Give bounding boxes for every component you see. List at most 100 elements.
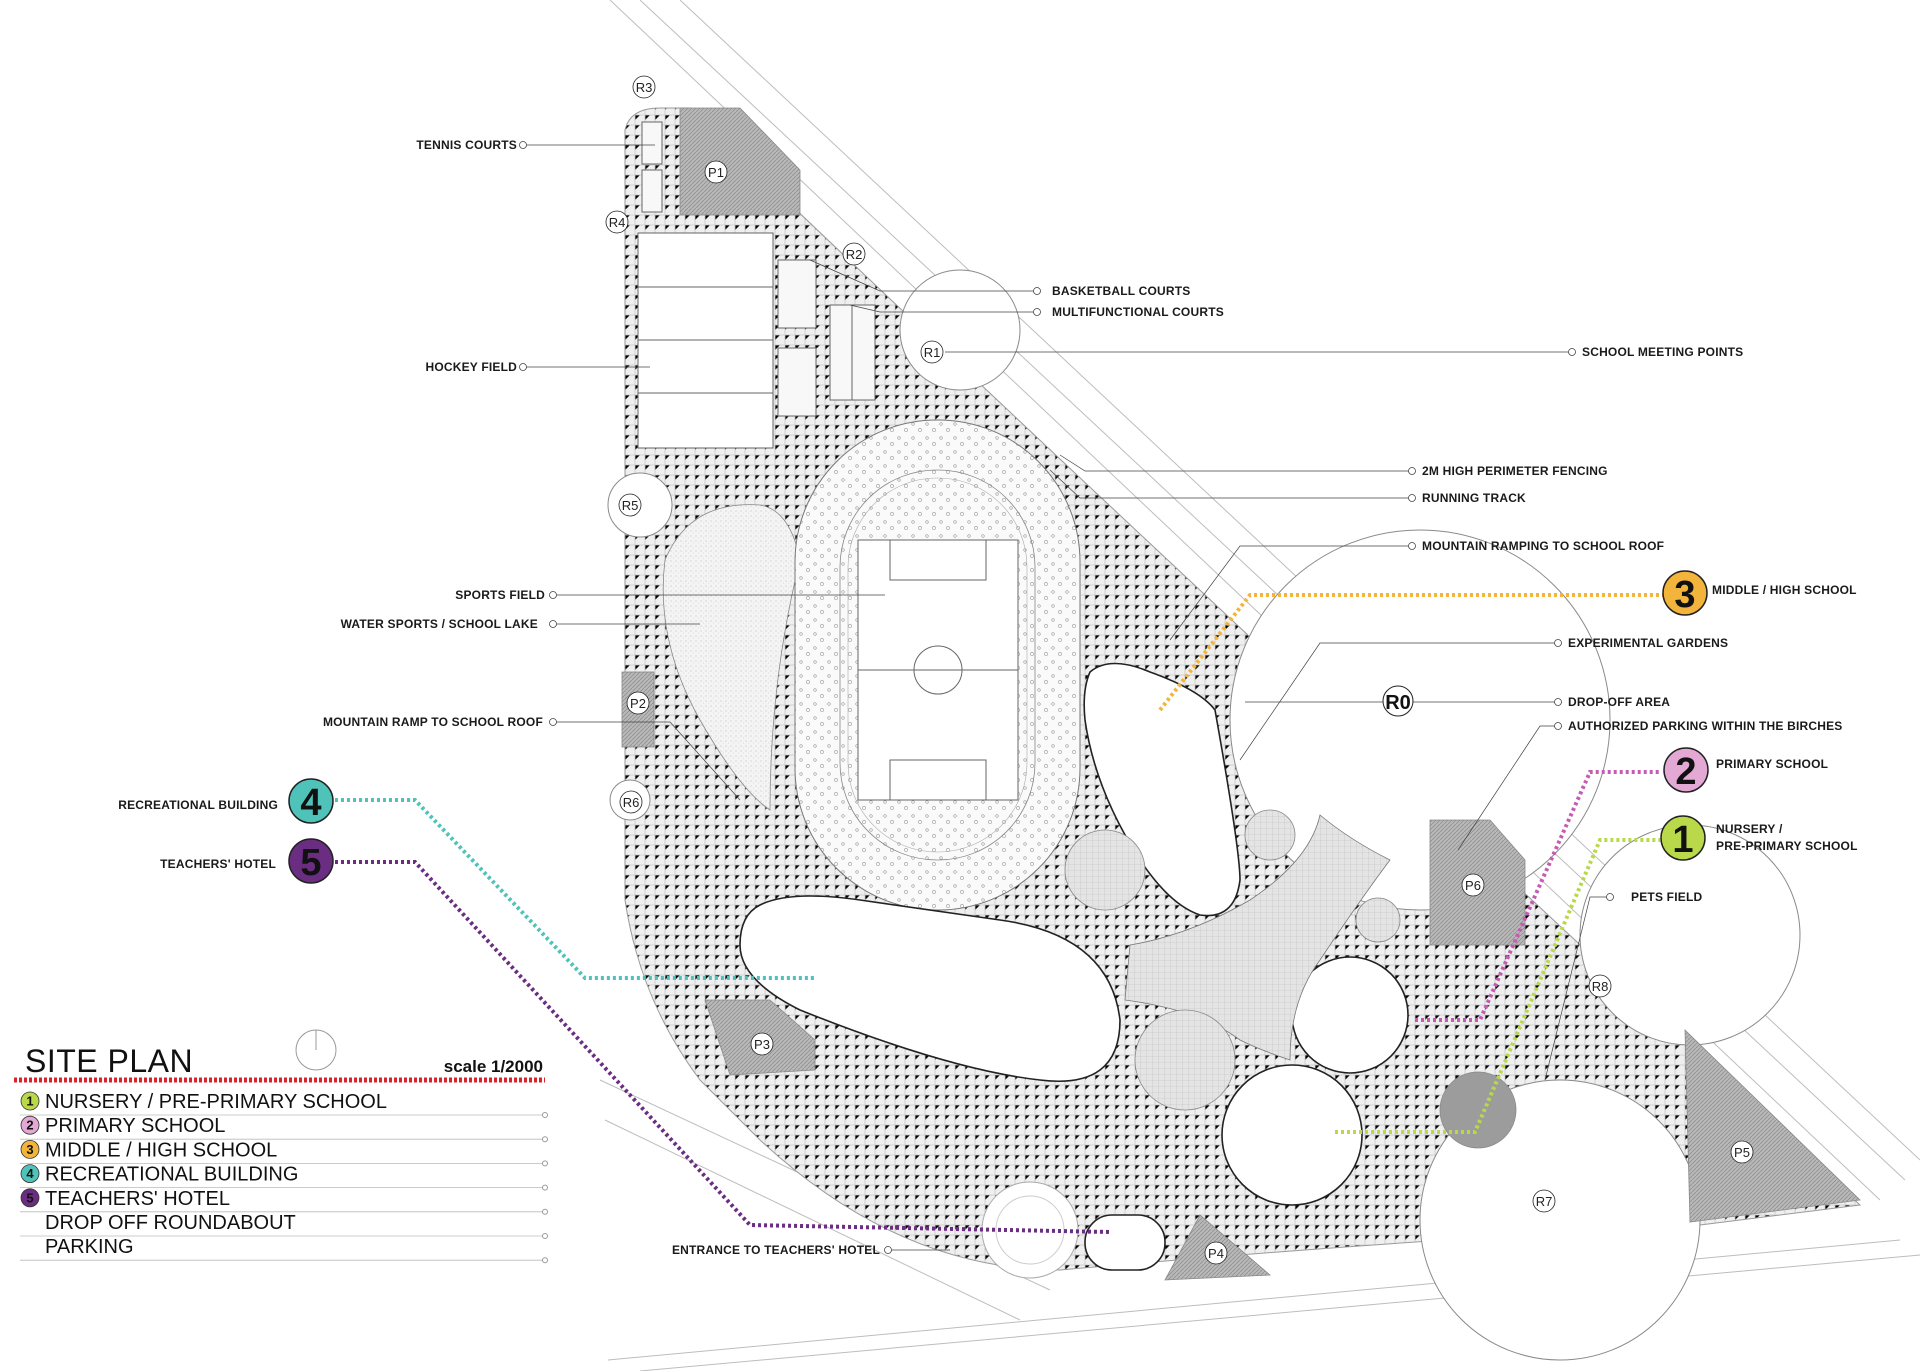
marker-r3: R3 (636, 80, 653, 95)
legend-row: 2 PRIMARY SCHOOL (20, 1115, 548, 1143)
marker-p4: P4 (1208, 1246, 1224, 1261)
legend-number-circle (20, 1140, 40, 1159)
connector-nursery (1335, 838, 1660, 1134)
legend-number: 3 (26, 1142, 33, 1157)
badge-5-circle (288, 838, 334, 884)
badge-2-number: 2 (1675, 751, 1696, 793)
central-plaza (1124, 814, 1391, 1061)
label-entrance-teachers-hotel: ENTRANCE TO TEACHERS' HOTEL (672, 1243, 880, 1257)
site-cutouts (607, 269, 1801, 1361)
legend-number-circle (20, 1164, 40, 1183)
label-recreational-building: RECREATIONAL BUILDING (118, 798, 278, 812)
marker-p5: P5 (1734, 1145, 1750, 1160)
legend-row: 3 MIDDLE / HIGH SCHOOL (20, 1139, 548, 1167)
badge-2-circle (1663, 747, 1709, 793)
label-primary-school: PRIMARY SCHOOL (1716, 757, 1828, 771)
marker-p1: P1 (708, 165, 724, 180)
connector-middle (1158, 593, 1670, 712)
tennis-court-1 (641, 121, 663, 165)
label-school-meeting-points: SCHOOL MEETING POINTS (1582, 345, 1743, 359)
legend-row: 4 RECREATIONAL BUILDING (20, 1164, 548, 1191)
site-labels: TENNIS COURTS BASKETBALL COURTS MULTIFUN… (118, 138, 1857, 1257)
legend-number: 2 (26, 1118, 33, 1133)
badge-3-circle (1662, 570, 1708, 616)
basketball-court-2 (777, 347, 817, 417)
legend-number-circle (20, 1188, 40, 1208)
experimental-gardens (1064, 809, 1517, 1149)
legend-label: DROP OFF ROUNDABOUT (45, 1212, 296, 1234)
marker-r4: R4 (609, 215, 626, 230)
legend-row-end (542, 1257, 548, 1264)
site-markers: R0 R1 R2 R3 R4 R5 R6 R7 R8 P1 P2 P3 P4 P… (605, 75, 1754, 1265)
legend-title: SITE PLAN (25, 1043, 193, 1079)
legend-number: 4 (26, 1166, 34, 1181)
label-nursery-line1: NURSERY / (1716, 822, 1783, 836)
middle-high-school-building (1083, 662, 1241, 917)
label-middle-high-school: MIDDLE / HIGH SCHOOL (1712, 583, 1857, 597)
legend-number-circle (20, 1115, 40, 1135)
north-arrow (295, 1029, 337, 1071)
label-mountain-ramp: MOUNTAIN RAMP TO SCHOOL ROOF (323, 715, 543, 729)
connector-primary (1415, 770, 1660, 1022)
label-mountain-ramping: MOUNTAIN RAMPING TO SCHOOL ROOF (1422, 539, 1664, 553)
nursery-building (1221, 1064, 1363, 1206)
badge-1-circle (1660, 815, 1706, 861)
legend-row-end (542, 1208, 548, 1215)
legend-label: MIDDLE / HIGH SCHOOL (45, 1139, 277, 1161)
legend-scale: scale 1/2000 (444, 1057, 543, 1076)
school-buildings (739, 662, 1409, 1271)
legend-number-circle (20, 1091, 40, 1111)
label-multifunctional-courts: MULTIFUNCTIONAL COURTS (1052, 305, 1224, 319)
parking-p1 (679, 107, 801, 216)
label-drop-off-area: DROP-OFF AREA (1568, 695, 1670, 709)
legend-row: PARKING (20, 1236, 548, 1264)
legend-row-end (542, 1112, 548, 1118)
marker-p6: P6 (1465, 878, 1481, 893)
badge-5-number: 5 (300, 842, 321, 884)
legend-row-end (542, 1136, 548, 1143)
badge-4-number: 4 (300, 782, 321, 824)
legend-number: 1 (26, 1094, 33, 1109)
legend-label: NURSERY / PRE-PRIMARY SCHOOL (45, 1091, 387, 1113)
label-sports-field: SPORTS FIELD (455, 588, 545, 602)
badge-3-number: 3 (1674, 574, 1695, 616)
marker-p2: P2 (630, 696, 646, 711)
legend-row: 1 NURSERY / PRE-PRIMARY SCHOOL (20, 1091, 548, 1118)
label-perimeter-fencing: 2M HIGH PERIMETER FENCING (1422, 464, 1608, 478)
legend-label: RECREATIONAL BUILDING (45, 1164, 298, 1186)
badge-1-number: 1 (1672, 819, 1693, 861)
sports-courts (637, 121, 876, 449)
marker-r0: R0 (1385, 692, 1411, 714)
parking-areas (621, 107, 1861, 1281)
marker-r2: R2 (846, 247, 863, 262)
badge-4-circle (288, 778, 334, 824)
running-track (794, 419, 1081, 911)
parking-p5 (1684, 1029, 1861, 1223)
label-running-track: RUNNING TRACK (1422, 491, 1526, 505)
label-basketball-courts: BASKETBALL COURTS (1052, 284, 1191, 298)
legend-row-end (542, 1233, 548, 1239)
marker-p3: P3 (754, 1037, 770, 1052)
legend-row-end (542, 1184, 548, 1191)
legend-row: DROP OFF ROUNDABOUT (20, 1212, 548, 1239)
building-number-badges: 3 2 1 4 5 (288, 570, 1709, 884)
marker-r6: R6 (623, 795, 640, 810)
building-connector-lines (335, 593, 1670, 1234)
teachers-hotel-building (1084, 1214, 1166, 1271)
tennis-court-2 (641, 169, 663, 213)
label-nursery-line2: PRE-PRIMARY SCHOOL (1716, 839, 1858, 853)
legend-label: PRIMARY SCHOOL (45, 1115, 225, 1137)
legend-number: 5 (26, 1190, 33, 1205)
legend-items: 1 NURSERY / PRE-PRIMARY SCHOOL 2 PRIMARY SC… (20, 1091, 548, 1264)
marker-r7: R7 (1536, 1194, 1553, 1209)
marker-r5: R5 (622, 498, 639, 513)
recreational-building (739, 895, 1121, 1082)
legend-row-end (542, 1160, 548, 1167)
label-hockey-field: HOCKEY FIELD (425, 360, 517, 374)
label-school-lake: WATER SPORTS / SCHOOL LAKE (341, 617, 538, 631)
label-end-markers (519, 141, 1614, 1254)
label-teachers-hotel: TEACHERS' HOTEL (160, 857, 276, 871)
legend: SITE PLAN scale 1/2000 1 NURSERY / PRE-PR… (14, 1043, 548, 1264)
marker-r8: R8 (1592, 979, 1609, 994)
